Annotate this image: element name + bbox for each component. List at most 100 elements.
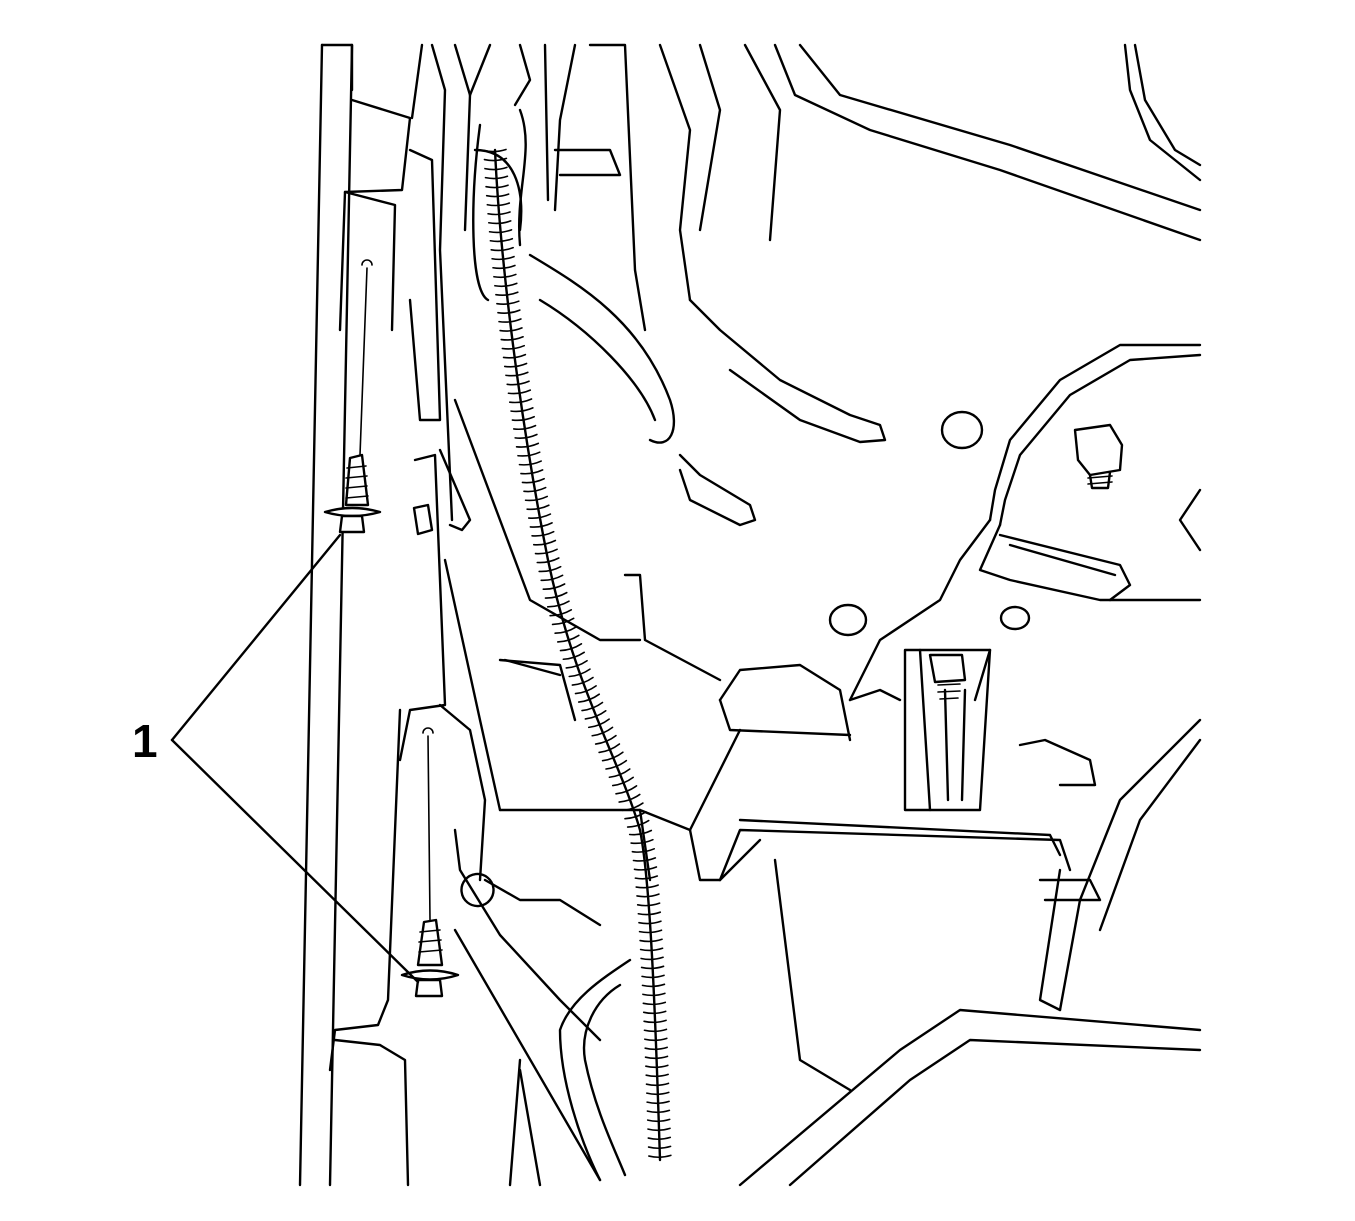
harness-rib bbox=[529, 522, 553, 528]
harness-ribs bbox=[483, 148, 672, 1159]
harness-rib bbox=[594, 734, 617, 745]
harness-rib bbox=[515, 442, 540, 448]
harness-rib bbox=[635, 884, 659, 889]
harness-rib bbox=[611, 776, 634, 787]
harness-rib bbox=[554, 626, 577, 634]
harness-rib bbox=[494, 282, 518, 288]
harness-rib bbox=[646, 1118, 671, 1123]
harness-rib bbox=[514, 433, 538, 439]
harness-rib bbox=[647, 1145, 672, 1150]
harness-rib bbox=[495, 291, 519, 297]
harness-rib bbox=[577, 693, 601, 703]
harness-rib bbox=[484, 166, 508, 171]
harness-rib bbox=[591, 726, 614, 737]
harness-rib bbox=[642, 1001, 667, 1006]
harness-rib bbox=[507, 389, 532, 395]
harness-rib bbox=[645, 1082, 670, 1087]
harness-rib bbox=[492, 264, 516, 270]
harness-rib bbox=[534, 548, 558, 555]
harness-rib bbox=[521, 477, 545, 484]
harness-rib bbox=[502, 353, 527, 359]
harness-rib bbox=[488, 220, 512, 225]
inner-channel-panel bbox=[443, 43, 722, 1187]
hole-1 bbox=[940, 410, 984, 450]
harness-rib bbox=[551, 617, 575, 626]
harness-rib bbox=[640, 965, 665, 970]
harness-rib bbox=[584, 709, 607, 720]
harness-rib bbox=[540, 574, 564, 582]
harness-rib bbox=[641, 974, 665, 979]
harness-rib bbox=[500, 335, 524, 341]
hole-3 bbox=[999, 605, 1031, 631]
harness-rib bbox=[605, 759, 628, 770]
harness-rib bbox=[645, 1064, 669, 1069]
harness-rib bbox=[636, 893, 660, 898]
callout-leaders bbox=[170, 533, 420, 984]
hole-2 bbox=[828, 603, 868, 637]
harness-rib bbox=[483, 157, 508, 162]
mounting-holes bbox=[828, 410, 1031, 637]
harness-rib bbox=[491, 255, 515, 261]
push-pin-fastener-lower bbox=[400, 727, 460, 998]
harness-rib bbox=[501, 344, 526, 350]
harness-rib bbox=[646, 1100, 670, 1105]
harness-rib bbox=[639, 947, 664, 952]
harness-rib bbox=[646, 1109, 671, 1114]
harness-rib bbox=[647, 1127, 671, 1132]
harness-rib bbox=[634, 875, 659, 880]
harness-rib bbox=[549, 609, 573, 617]
harness-rib bbox=[483, 148, 507, 153]
harness-rib bbox=[628, 829, 653, 836]
harness-rib bbox=[565, 659, 588, 669]
harness-rib bbox=[498, 318, 522, 323]
harness-rib bbox=[640, 956, 664, 961]
harness-rib bbox=[508, 398, 533, 404]
harness-rib bbox=[542, 583, 566, 590]
harness-rib bbox=[624, 810, 647, 820]
harness-rib bbox=[526, 504, 550, 511]
harness-rib bbox=[633, 866, 658, 871]
body-panel-upper bbox=[658, 43, 1202, 702]
harness-rib bbox=[518, 460, 542, 466]
harness-rib bbox=[644, 1055, 669, 1060]
harness-rib bbox=[556, 634, 580, 643]
harness-rib bbox=[531, 530, 555, 537]
harness-rib bbox=[574, 685, 597, 695]
harness-rib bbox=[496, 300, 520, 305]
left-pillar-panel bbox=[298, 43, 487, 1187]
harness-rib bbox=[559, 643, 583, 652]
harness-rib bbox=[581, 701, 604, 712]
harness-rib bbox=[493, 273, 517, 279]
harness-rib bbox=[642, 992, 666, 997]
harness-rib bbox=[643, 1019, 667, 1024]
harness-rib bbox=[511, 415, 535, 422]
harness-rib bbox=[523, 486, 547, 493]
harness-rib bbox=[644, 1046, 668, 1051]
harness-rib bbox=[524, 495, 549, 502]
harness-rib bbox=[632, 857, 657, 862]
harness-rib bbox=[486, 202, 511, 207]
harness-rib bbox=[538, 565, 562, 573]
bracket-with-nut bbox=[903, 648, 992, 812]
stud-bolt bbox=[1073, 423, 1124, 490]
harness-rib bbox=[485, 184, 509, 189]
pillar-nut bbox=[412, 503, 434, 536]
harness-rib bbox=[505, 371, 529, 377]
harness-rib bbox=[636, 902, 661, 907]
harness-rib bbox=[488, 229, 513, 234]
harness-rib bbox=[608, 768, 631, 779]
harness-rib bbox=[638, 920, 662, 925]
harness-rib bbox=[512, 424, 537, 431]
harness-rib bbox=[484, 175, 509, 180]
harness-rib bbox=[499, 327, 523, 332]
harness-rib bbox=[544, 591, 568, 599]
harness-rib bbox=[568, 668, 591, 678]
harness-rib bbox=[641, 983, 666, 988]
harness-rib bbox=[520, 469, 544, 475]
lower-module-box bbox=[638, 663, 1202, 1187]
harness-rib bbox=[598, 743, 621, 754]
harness-rib bbox=[527, 513, 552, 519]
harness-rib bbox=[630, 838, 654, 845]
harness-rib bbox=[510, 407, 534, 413]
